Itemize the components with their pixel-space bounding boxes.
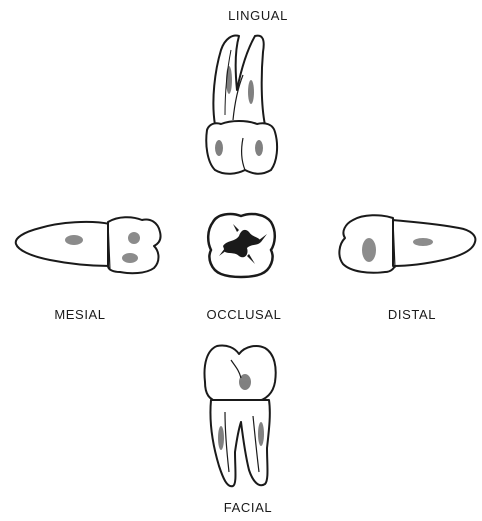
lingual-view-tooth <box>195 30 285 180</box>
mesial-view-tooth <box>10 210 165 280</box>
occlusal-view-tooth <box>205 210 277 278</box>
label-occlusal: OCCLUSAL <box>207 307 282 322</box>
label-facial: FACIAL <box>224 500 272 515</box>
label-distal: DISTAL <box>388 307 436 322</box>
label-mesial: MESIAL <box>54 307 105 322</box>
facial-view-tooth <box>195 342 285 492</box>
label-lingual: LINGUAL <box>228 8 288 23</box>
distal-view-tooth <box>335 210 480 280</box>
